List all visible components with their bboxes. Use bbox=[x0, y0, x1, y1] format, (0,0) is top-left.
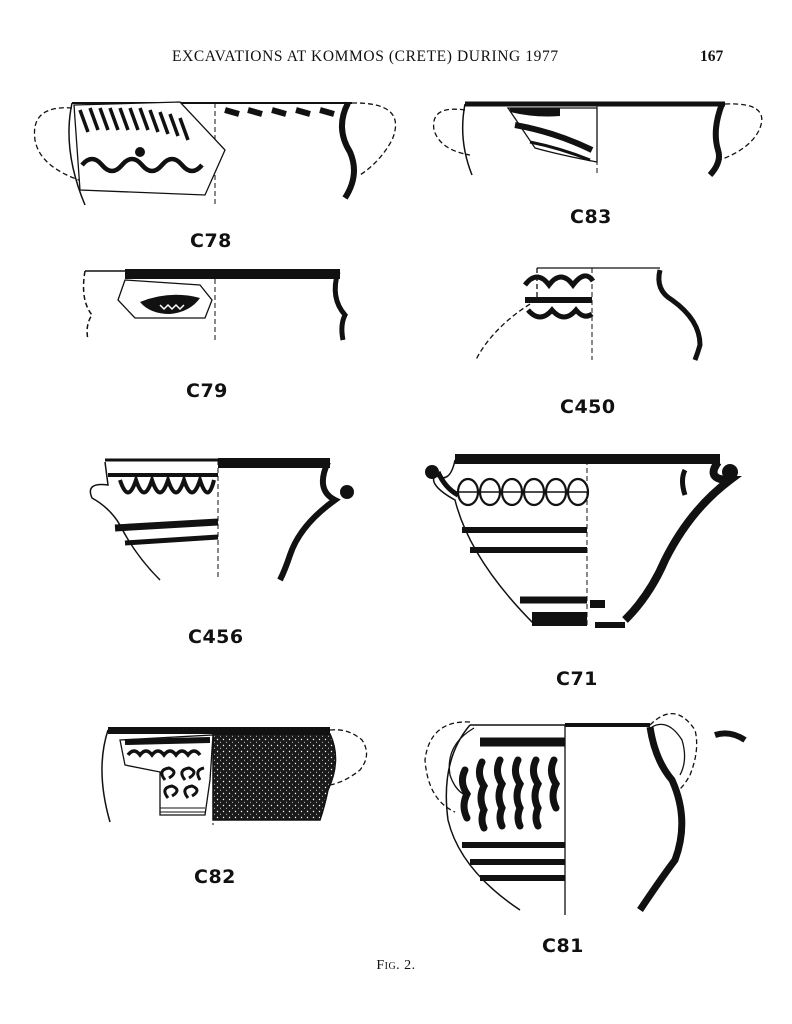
figure-label-c82: C82 bbox=[194, 866, 236, 888]
figure-label-c78: C78 bbox=[190, 230, 232, 252]
vessel-c81-drawing bbox=[424, 713, 747, 915]
vessel-c450-drawing bbox=[475, 267, 703, 361]
vessel-c456-drawing bbox=[89, 458, 354, 582]
vessel-c71-drawing bbox=[425, 454, 742, 628]
running-title: EXCAVATIONS AT KOMMOS (CRETE) DURING 197… bbox=[172, 48, 559, 65]
figure-caption: Fig. 2. bbox=[376, 958, 416, 973]
running-head: EXCAVATIONS AT KOMMOS (CRETE) DURING 197… bbox=[0, 48, 792, 72]
page-number: 167 bbox=[700, 48, 724, 65]
figure-label-c450: C450 bbox=[560, 396, 616, 418]
figure-label-c83: C83 bbox=[570, 206, 612, 228]
vessel-c82-drawing bbox=[101, 727, 368, 825]
vessel-c79-drawing bbox=[82, 269, 348, 341]
figure-label-c456: C456 bbox=[188, 626, 244, 648]
figure-label-c79: C79 bbox=[186, 380, 228, 402]
vessel-c78-drawing bbox=[33, 101, 397, 206]
figure-label-c81: C81 bbox=[542, 935, 584, 957]
vessel-c83-drawing bbox=[432, 101, 763, 178]
figure-label-c71: C71 bbox=[556, 668, 598, 690]
